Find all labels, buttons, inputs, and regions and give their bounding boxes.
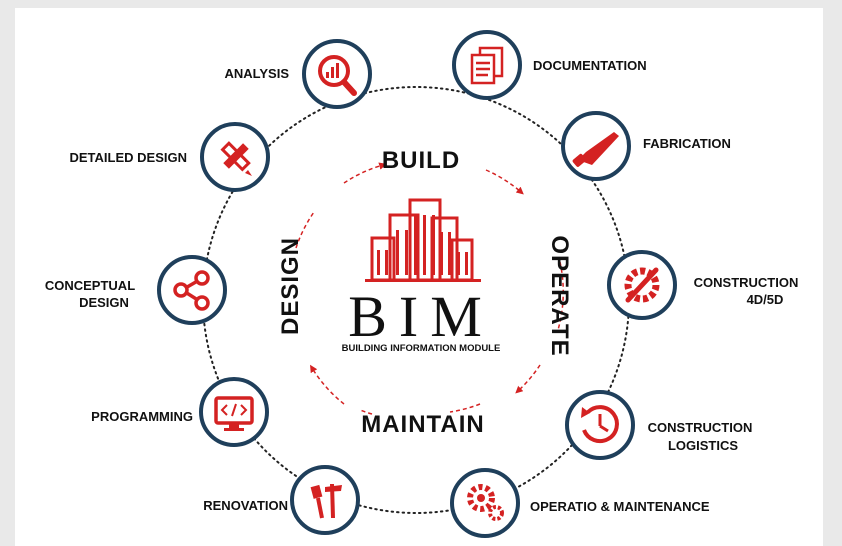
label-renovation: RENOVATION <box>203 498 288 513</box>
code-monitor-icon <box>214 396 254 431</box>
cycle-operate-label: OPERATE <box>546 235 573 356</box>
clock-icon <box>581 405 619 444</box>
cycle-build-label: BUILD <box>382 147 460 174</box>
tools-icon <box>310 483 342 519</box>
cycle-maintain-label: MAINTAIN <box>361 411 485 438</box>
gear-wrench-icon <box>624 267 660 303</box>
node-analysis <box>302 39 372 109</box>
node-fabrication <box>561 111 631 181</box>
node-documentation <box>452 30 522 100</box>
label-construction-4d5d-line2: 4D/5D <box>747 292 784 307</box>
label-conceptual-design-line1: CONCEPTUAL <box>45 278 135 293</box>
node-programming <box>199 377 269 447</box>
buildings-logo <box>365 198 481 282</box>
bim-diagram: BUILD OPERATE MAINTAIN DESIGN BIM BUILDI… <box>15 8 823 546</box>
label-programming: PROGRAMMING <box>91 409 193 424</box>
node-construction-logistics <box>565 390 635 460</box>
node-renovation <box>290 465 360 535</box>
label-conceptual-design-line2: DESIGN <box>79 295 129 310</box>
gears-icon <box>467 484 504 521</box>
label-analysis: ANALYSIS <box>224 66 289 81</box>
label-operation-maintenance: OPERATIO & MAINTENANCE <box>530 499 710 514</box>
analysis-icon <box>318 55 357 96</box>
label-detailed-design: DETAILED DESIGN <box>70 150 188 165</box>
documentation-icon <box>470 46 504 85</box>
pencil-ruler-icon <box>220 141 252 176</box>
node-detailed-design <box>200 122 270 192</box>
saw-icon <box>572 132 619 167</box>
diagram-canvas: BUILD OPERATE MAINTAIN DESIGN BIM BUILDI… <box>45 30 799 538</box>
label-construction-logistics-line1: CONSTRUCTION <box>648 420 753 435</box>
bim-subtitle: BUILDING INFORMATION MODULE <box>342 343 501 354</box>
node-operation-maintenance <box>450 468 520 538</box>
cycle-design-label: DESIGN <box>277 237 304 335</box>
node-conceptual-design <box>157 255 227 325</box>
bim-title: BIM <box>348 284 494 349</box>
label-fabrication: FABRICATION <box>643 136 731 151</box>
label-construction-logistics-line2: LOGISTICS <box>668 438 738 453</box>
inner-cycle-arrows <box>295 162 565 415</box>
label-construction-4d5d-line1: CONSTRUCTION <box>694 275 799 290</box>
node-construction-4d5d <box>607 250 677 320</box>
share-icon <box>173 270 210 311</box>
label-documentation: DOCUMENTATION <box>533 58 647 73</box>
